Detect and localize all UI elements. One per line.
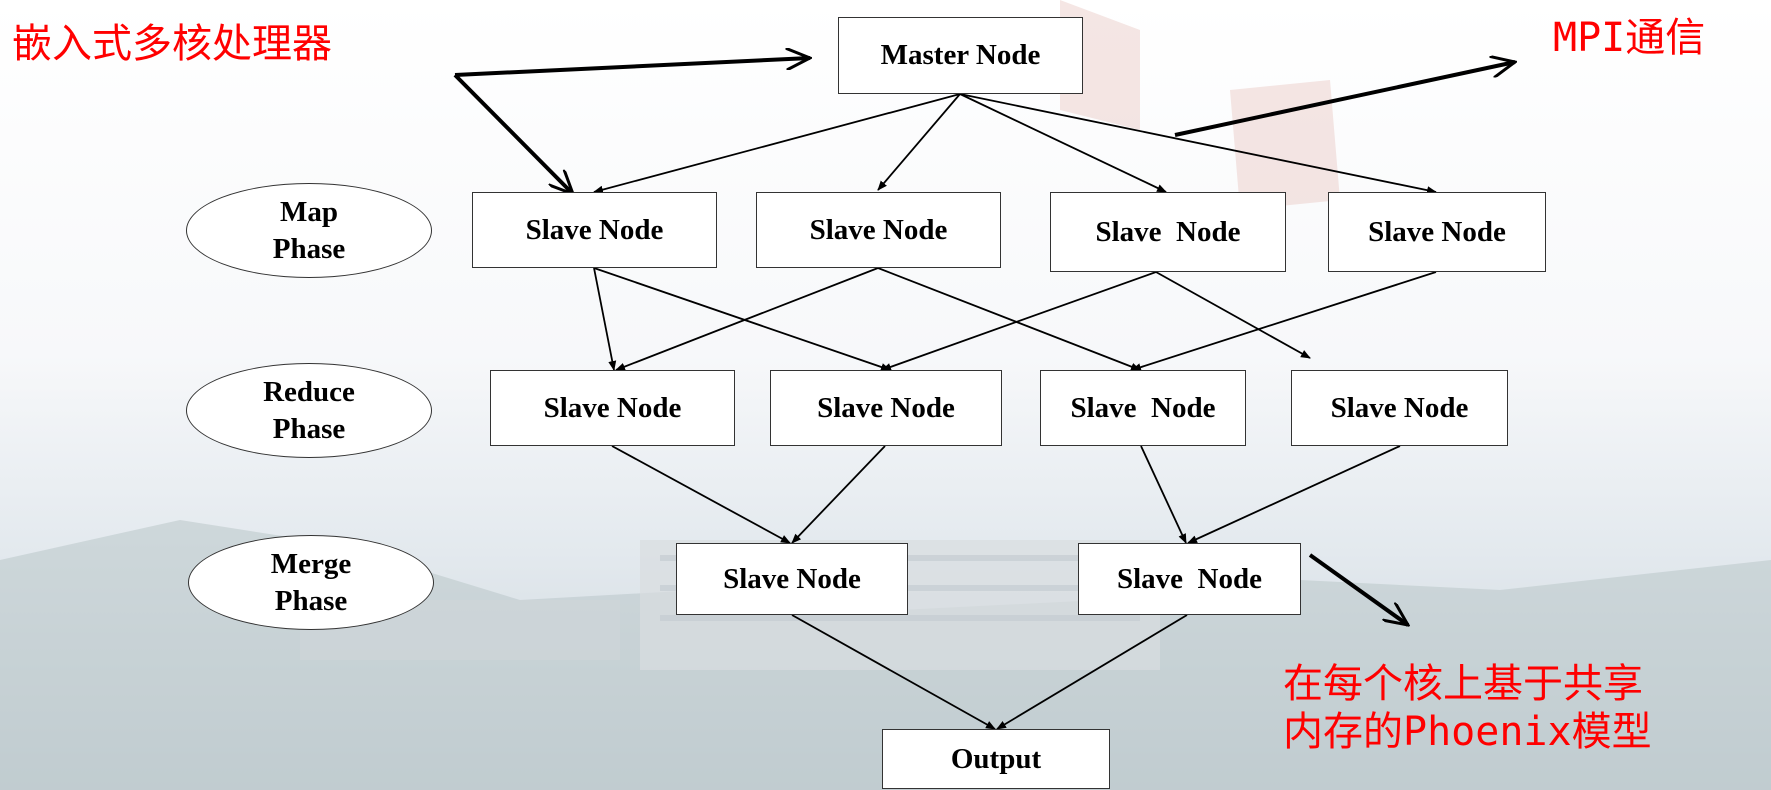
map-phase-line2: Phase — [272, 232, 346, 265]
map-to-reduce-arrows — [593, 267, 1437, 372]
phoenix-annotation-line1: 在每个核上基于共享 — [1283, 661, 1643, 707]
output-node: Output — [882, 729, 1110, 789]
map-phase-label: Map Phase — [186, 183, 432, 278]
map-phase-line1: Map — [280, 196, 338, 229]
master-to-map-arrows — [593, 93, 1437, 195]
mpi-annotation: MPI通信 — [1553, 15, 1706, 61]
phoenix-annotation-line2: 内存的Phoenix模型 — [1283, 709, 1652, 755]
reduce-slave-node-2: Slave Node — [770, 370, 1002, 446]
reduce-slave-node-4: Slave Node — [1291, 370, 1508, 446]
merge-to-output-arrows — [791, 614, 1188, 730]
processor-arrow-to-master — [454, 58, 810, 77]
reduce-slave-node-1: Slave Node — [490, 370, 735, 446]
map-slave-node-4: Slave Node — [1328, 192, 1546, 272]
reduce-to-merge-arrows — [611, 445, 1401, 544]
map-slave-node-2: Slave Node — [756, 192, 1001, 268]
merge-slave-node-1: Slave Node — [676, 543, 908, 615]
processor-arrow-to-slave — [453, 73, 573, 194]
merge-phase-label: Merge Phase — [188, 535, 434, 630]
processor-annotation: 嵌入式多核处理器 — [12, 21, 332, 67]
phoenix-arrow — [1308, 553, 1408, 625]
merge-phase-line1: Merge — [270, 548, 352, 581]
reduce-slave-node-3: Slave Node — [1040, 370, 1246, 446]
map-slave-node-1: Slave Node — [472, 192, 717, 268]
merge-phase-line2: Phase — [274, 584, 348, 617]
mpi-arrow — [1174, 62, 1515, 137]
map-slave-node-3: Slave Node — [1050, 192, 1286, 272]
phoenix-annotation: 在每个核上基于共享 内存的Phoenix模型 — [1283, 660, 1652, 756]
master-node: Master Node — [838, 17, 1083, 94]
reduce-phase-line2: Phase — [272, 412, 346, 445]
reduce-phase-label: Reduce Phase — [186, 363, 432, 458]
annotation-arrows — [453, 58, 1515, 625]
merge-slave-node-2: Slave Node — [1078, 543, 1301, 615]
reduce-phase-line1: Reduce — [263, 376, 355, 409]
